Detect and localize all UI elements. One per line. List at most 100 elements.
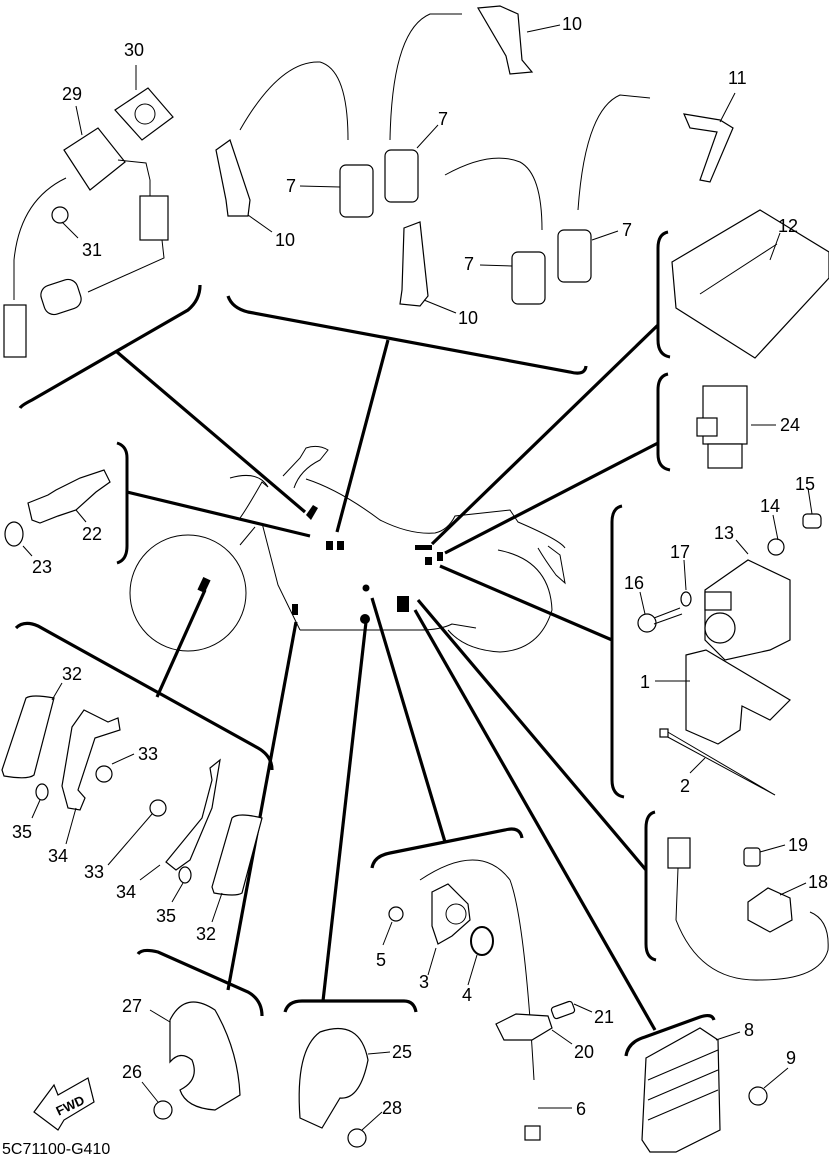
washer-35a	[35, 783, 49, 801]
tail	[537, 545, 566, 585]
marker-coil-1	[326, 541, 333, 550]
leader-ecu	[430, 323, 660, 546]
bolt-21	[550, 1000, 576, 1020]
callout-7: 7	[622, 220, 632, 240]
part-ecu	[671, 209, 829, 359]
part-fuel-sender	[3, 87, 174, 358]
lead-35a	[31, 799, 41, 819]
o-ring-4	[470, 926, 494, 956]
marker-horn	[360, 614, 370, 624]
callout-14: 14	[760, 496, 780, 516]
lead-20	[551, 1029, 573, 1045]
leader-horn-right	[321, 621, 368, 1002]
horn-27	[169, 1001, 241, 1111]
lead-23	[22, 545, 33, 557]
bracket-relay	[656, 372, 671, 472]
motorcycle-outline	[129, 445, 566, 653]
leader-relay	[444, 441, 659, 555]
part-neutral-switch	[388, 859, 576, 1141]
nut-33b	[149, 799, 167, 817]
lead-7a	[299, 185, 341, 188]
lead-32b	[211, 892, 223, 923]
coil-7d	[557, 229, 592, 283]
callout-21: 21	[594, 1007, 614, 1027]
callout-28: 28	[382, 1098, 402, 1118]
callout-4: 4	[462, 985, 472, 1005]
bracket-34b	[165, 758, 221, 871]
marker-fuel-sender	[306, 505, 318, 520]
lead-33b	[107, 813, 153, 866]
coil-7c	[511, 251, 546, 305]
pickup-lead	[675, 867, 829, 981]
switch-bore	[445, 903, 467, 925]
fairing	[229, 475, 269, 519]
part-starter-relay	[637, 513, 822, 796]
lead-3	[427, 947, 437, 976]
lead-7d	[591, 230, 619, 241]
cap-11	[683, 113, 734, 183]
callout-23: 23	[32, 557, 52, 577]
callout-32: 32	[196, 924, 216, 944]
part-relay	[696, 385, 748, 469]
callout-10: 10	[562, 14, 582, 34]
switch-body-3	[431, 883, 471, 945]
lead-18	[779, 882, 807, 896]
gasket-hole	[134, 103, 156, 125]
lead-7b	[416, 124, 439, 149]
footrest-32a	[1, 695, 55, 779]
bolt-16-head	[637, 613, 657, 633]
callout-15: 15	[795, 474, 815, 494]
lead-2	[689, 757, 706, 774]
part-footrests	[1, 695, 263, 896]
callout-24: 24	[780, 415, 800, 435]
part-rectifier	[641, 1027, 768, 1153]
fork	[239, 522, 301, 631]
leader-footrest	[155, 589, 207, 698]
leader-starter-relay	[439, 564, 613, 642]
lead-12	[769, 232, 781, 261]
lead-32a	[51, 682, 63, 701]
bracket-rectifier	[624, 1013, 716, 1057]
ecu-body-12	[671, 209, 829, 359]
cap-10a	[215, 139, 251, 217]
float	[40, 278, 82, 316]
grommet-14	[767, 538, 785, 556]
marker-neutral	[362, 584, 370, 592]
lead-19	[759, 844, 786, 853]
group-brackets	[14, 230, 716, 1057]
leader-fuel-sender	[115, 350, 307, 514]
callout-26: 26	[122, 1062, 142, 1082]
callout-5: 5	[376, 950, 386, 970]
relay-connector	[704, 591, 732, 611]
lead-26	[141, 1081, 159, 1103]
rear-wheel	[447, 549, 553, 653]
bolt-9	[748, 1086, 768, 1106]
leader-pickup-coil	[416, 598, 648, 872]
callout-1: 1	[640, 672, 650, 692]
leader-horn-left	[226, 621, 298, 991]
part-ignition-coils	[215, 5, 734, 307]
callout-25: 25	[392, 1042, 412, 1062]
callout-10: 10	[458, 308, 478, 328]
relay-plug	[696, 417, 718, 437]
tank-line	[305, 478, 566, 549]
sender-lead	[13, 177, 67, 300]
lead-10b	[247, 214, 273, 233]
callout-8: 8	[744, 1020, 754, 1040]
lead-29	[75, 105, 83, 136]
marker-coil-2	[337, 541, 344, 550]
callout-29: 29	[62, 84, 82, 104]
pickup-connector	[667, 837, 691, 869]
callout-10: 10	[275, 230, 295, 250]
lead-14	[772, 514, 779, 541]
rectifier-fins	[647, 1049, 719, 1121]
bracket-ecu	[656, 230, 671, 359]
cap-10b	[477, 5, 534, 75]
lead-27	[149, 1009, 171, 1023]
lead-33a	[111, 753, 135, 765]
callout-20: 20	[574, 1042, 594, 1062]
lead-3	[444, 157, 543, 231]
bolt-19	[743, 847, 761, 867]
lead-8	[715, 1031, 741, 1041]
